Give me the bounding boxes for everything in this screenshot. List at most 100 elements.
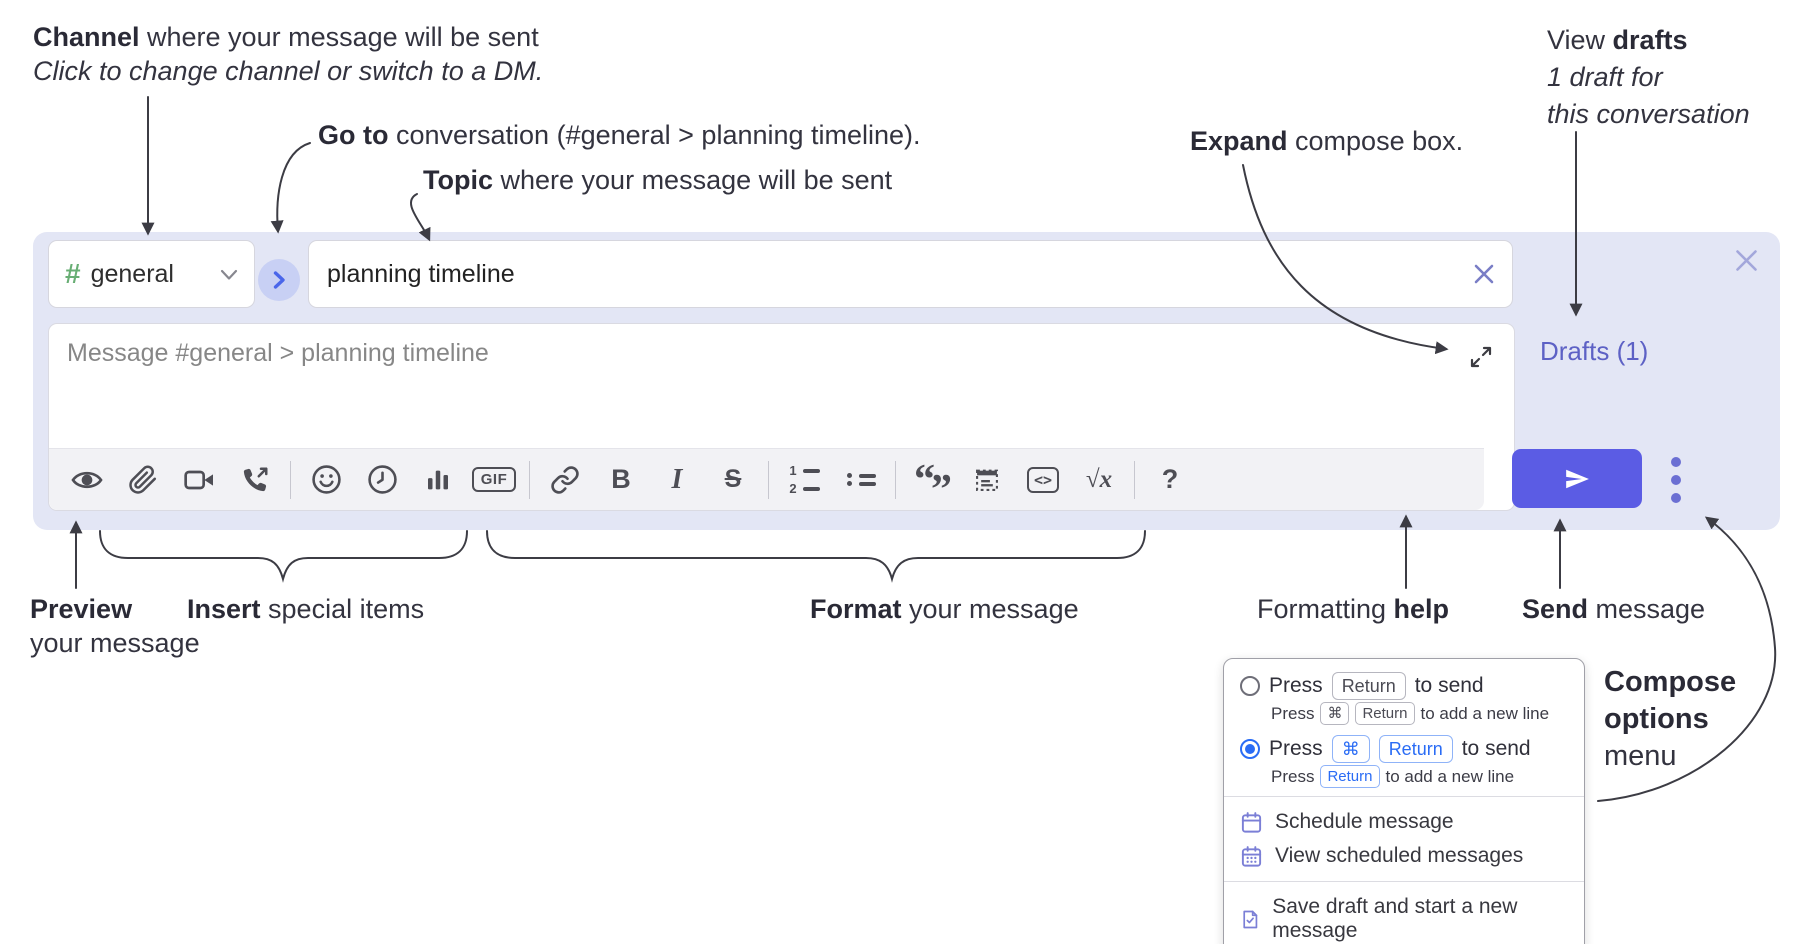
kbd-cmd: ⌘ (1320, 702, 1350, 725)
spoiler-button[interactable] (959, 456, 1015, 504)
channel-selector[interactable]: # general (48, 240, 255, 308)
emoji-button[interactable] (298, 456, 354, 504)
annotation-formatting-help-pre: Formatting (1257, 594, 1394, 624)
send-button[interactable] (1512, 449, 1642, 508)
close-compose-button[interactable] (1728, 242, 1764, 278)
option-enter-to-send[interactable]: Press Return to send (1240, 672, 1568, 700)
quote-icon: “” (914, 456, 952, 513)
annotation-view-drafts-line2: 1 draft for (1547, 62, 1663, 92)
go-to-conversation-button[interactable] (258, 259, 300, 301)
strikethrough-button[interactable]: S (705, 456, 761, 504)
annotation-expand-rest: compose box. (1287, 126, 1464, 156)
ellipsis-dot (1671, 475, 1681, 485)
message-formatting-help-button[interactable]: ? (1142, 456, 1198, 504)
channel-name: general (90, 259, 174, 288)
compose-toolbar: GIF B I S 1 2 (49, 448, 1484, 513)
annotation-topic-rest: where your message will be sent (493, 165, 893, 195)
bar-chart-icon (428, 470, 448, 489)
video-call-button[interactable] (171, 456, 227, 504)
gif-icon: GIF (471, 467, 517, 492)
kbd-return: Return (1320, 765, 1380, 788)
audio-call-button[interactable] (227, 456, 283, 504)
bulleted-list-button[interactable] (832, 456, 888, 504)
annotation-go-to: Go to conversation (#general > planning … (318, 118, 921, 152)
chevron-down-icon (220, 269, 238, 280)
numbered-list-button[interactable]: 1 2 (776, 456, 832, 504)
menu-divider (1224, 796, 1584, 797)
code-icon: <> (1026, 466, 1060, 493)
option-subtext: to add a new line (1385, 766, 1515, 786)
kbd-return: Return (1331, 672, 1406, 700)
menu-item-save-draft[interactable]: Save draft and start a new message (1224, 890, 1584, 944)
annotation-compose-options-line2: options (1604, 703, 1709, 735)
close-icon (1735, 249, 1757, 271)
quote-button[interactable]: “” (903, 456, 959, 513)
question-mark-icon: ? (1161, 464, 1179, 494)
option-enter-to-send-sub: Press ⌘ Return to add a new line (1271, 702, 1568, 725)
attach-file-button[interactable] (115, 456, 171, 504)
menu-item-label: Schedule message (1275, 810, 1454, 833)
ellipsis-dot (1671, 457, 1681, 467)
annotation-format-rest: your message (901, 594, 1079, 624)
annotation-insert: Insert special items (187, 592, 424, 626)
menu-item-schedule-message[interactable]: Schedule message (1224, 805, 1584, 839)
kbd-return: Return (1378, 735, 1453, 763)
code-button[interactable]: <> (1015, 456, 1071, 504)
menu-divider (1224, 881, 1584, 882)
annotation-preview-line2: your message (30, 628, 200, 658)
insert-brace (99, 530, 468, 583)
annotation-view-drafts-pre: View (1547, 25, 1613, 55)
video-camera-icon (184, 470, 213, 489)
annotation-topic: Topic where your message will be sent (423, 163, 892, 197)
toolbar-divider (895, 460, 896, 499)
topic-input-wrap (308, 240, 1513, 308)
link-button[interactable] (537, 456, 593, 504)
close-icon (1474, 264, 1494, 284)
radio-selected-icon[interactable] (1240, 739, 1260, 759)
toolbar-divider (290, 460, 291, 499)
drafts-link[interactable]: Drafts (1) (1540, 336, 1649, 366)
bold-button[interactable]: B (593, 456, 649, 504)
annotation-preview-bold: Preview (30, 594, 133, 624)
paperclip-icon (129, 465, 157, 494)
option-text: Press (1269, 737, 1323, 760)
add-global-time-button[interactable] (354, 456, 410, 504)
annotation-format: Format your message (810, 592, 1079, 626)
clear-topic-button[interactable] (1472, 262, 1496, 286)
annotation-topic-bold: Topic (423, 165, 493, 195)
topic-input[interactable] (309, 241, 1512, 307)
bold-icon: B (611, 464, 631, 494)
menu-item-view-scheduled-messages[interactable]: View scheduled messages (1224, 839, 1584, 873)
annotation-compose-options-line1: Compose (1604, 666, 1737, 698)
option-text: Press (1269, 674, 1323, 697)
numbered-list-icon: 1 2 (789, 460, 820, 499)
gif-button[interactable]: GIF (466, 456, 522, 504)
annotation-go-to-rest: conversation (#general > planning timeli… (388, 120, 921, 150)
option-cmd-enter-to-send[interactable]: Press ⌘ Return to send (1240, 735, 1568, 763)
preview-button[interactable] (59, 456, 115, 504)
italic-button[interactable]: I (649, 456, 705, 504)
annotation-channel: Channel where your message will be sent … (33, 20, 543, 88)
annotation-insert-rest: special items (260, 594, 425, 624)
option-subtext: Press (1271, 703, 1315, 723)
option-text: to send (1414, 674, 1484, 697)
annotation-go-to-bold: Go to (318, 120, 389, 150)
expand-compose-button[interactable] (1468, 344, 1494, 370)
annotation-formatting-help: Formatting help (1257, 592, 1449, 626)
math-button[interactable]: √x (1071, 456, 1127, 504)
compose-options-menu-button[interactable] (1658, 452, 1694, 508)
kbd-cmd: ⌘ (1331, 735, 1370, 763)
kbd-return: Return (1355, 702, 1415, 725)
bulleted-list-icon (845, 470, 876, 489)
phone-outgoing-icon (243, 467, 268, 491)
poll-button[interactable] (410, 456, 466, 504)
toolbar-divider (768, 460, 769, 499)
annotation-compose-options-line3: menu (1604, 740, 1677, 772)
message-input[interactable] (49, 324, 1514, 448)
send-icon (1566, 469, 1589, 488)
expand-icon (1470, 346, 1492, 368)
format-brace (486, 530, 1146, 583)
math-icon: √x (1085, 465, 1113, 493)
radio-unselected-icon[interactable] (1240, 676, 1260, 696)
